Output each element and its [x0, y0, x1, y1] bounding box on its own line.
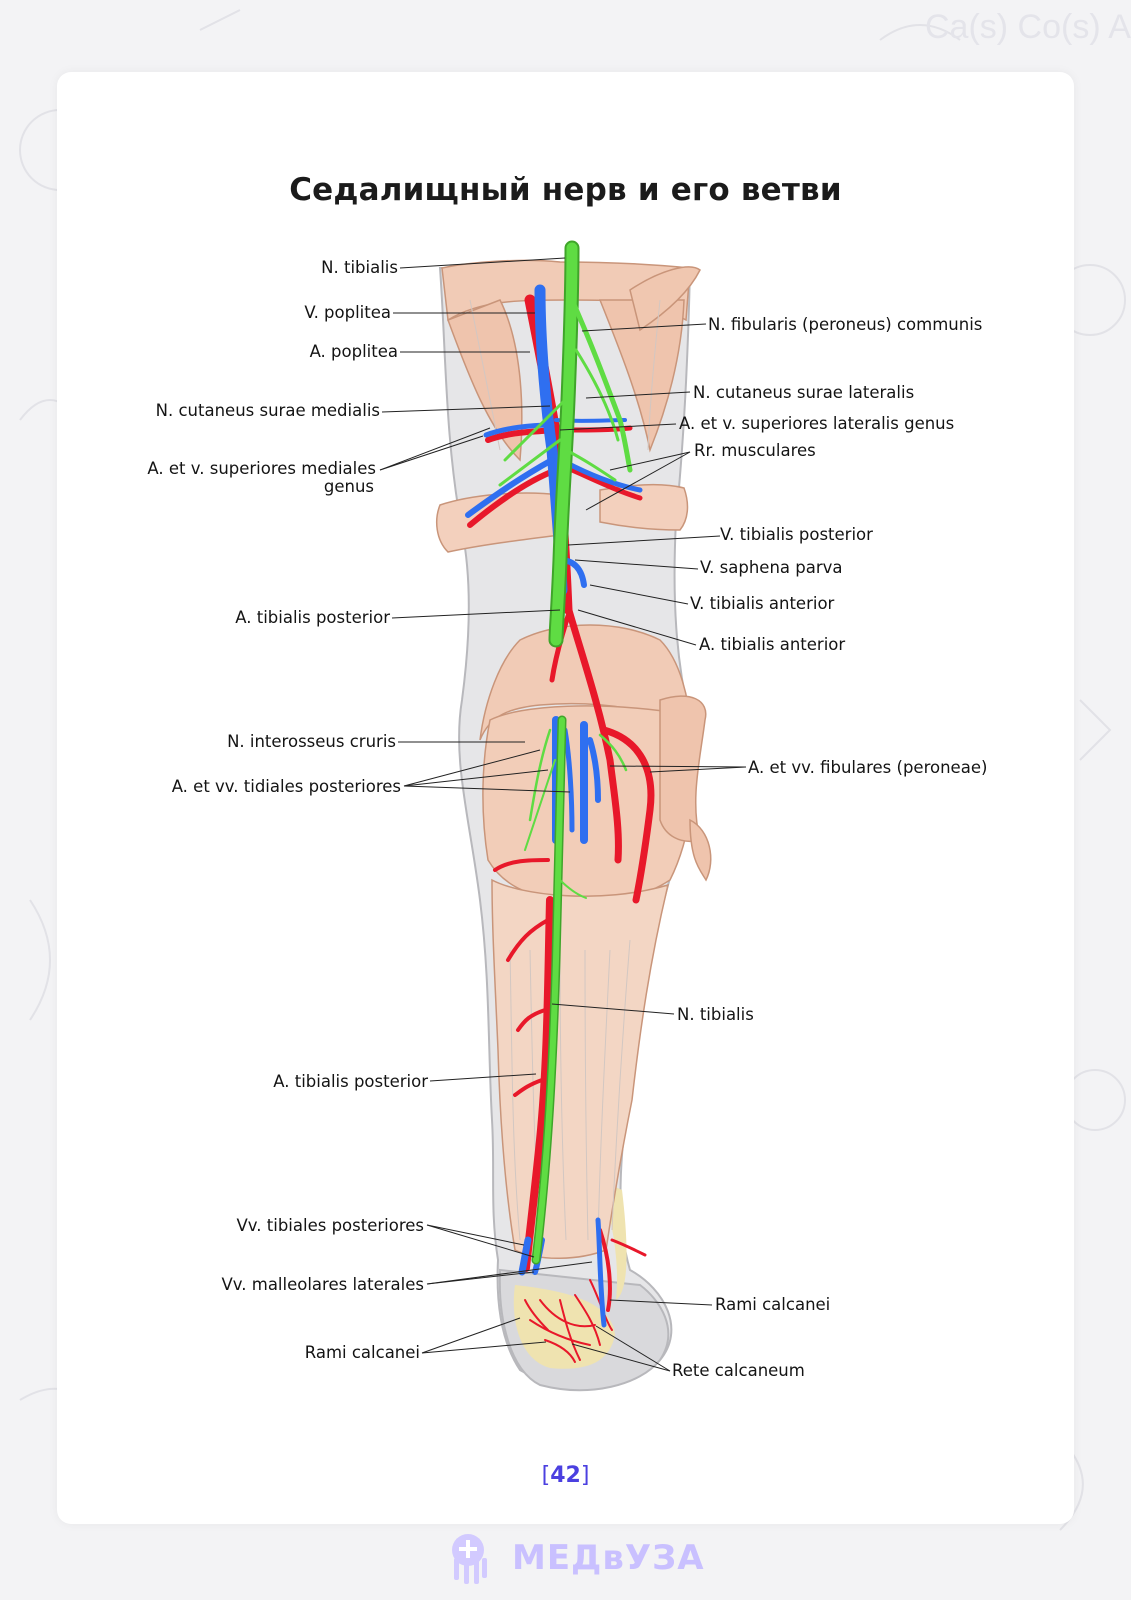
label-v-tibialis-posterior: V. tibialis posterior: [720, 525, 873, 544]
label-vv-tibiales-posteriores: Vv. tibiales posteriores: [236, 1216, 424, 1235]
label-rr-musculares: Rr. musculares: [694, 441, 816, 460]
leader-lines: [379, 257, 747, 1372]
label-a-vv-fibulares-peroneae: A. et vv. fibulares (peroneae): [748, 758, 988, 777]
label-vv-malleolares-laterales: Vv. malleolares laterales: [221, 1275, 424, 1294]
label-n-cutaneus-surae-medialis: N. cutaneus surae medialis: [155, 401, 380, 420]
label-v-saphena-parva: V. saphena parva: [700, 558, 843, 577]
label-a-v-superiores-lateralis-genus: A. et v. superiores lateralis genus: [679, 414, 955, 433]
label-n-cutaneus-surae-lateralis: N. cutaneus surae lateralis: [693, 383, 915, 402]
brand-logo-icon: [452, 1534, 487, 1584]
page-number-value: 42: [550, 1463, 581, 1488]
label-n-tibialis-lower: N. tibialis: [677, 1005, 754, 1024]
label-rami-calcanei-left: Rami calcanei: [304, 1343, 420, 1362]
label-n-tibialis-top: N. tibialis: [321, 258, 398, 277]
label-a-tibialis-anterior: A. tibialis anterior: [699, 635, 846, 654]
label-a-v-superiores-mediales-genus-2: genus: [323, 477, 374, 496]
label-v-poplitea: V. poplitea: [304, 303, 391, 322]
nerves: [498, 240, 633, 1265]
brand-name: МЕДвУЗА: [512, 1538, 705, 1578]
label-n-interosseus-cruris: N. interosseus cruris: [227, 732, 396, 751]
label-a-poplitea: A. poplitea: [309, 342, 398, 361]
label-rami-calcanei-right: Rami calcanei: [715, 1295, 831, 1314]
label-a-v-superiores-mediales-genus: A. et v. superiores mediales: [147, 459, 376, 478]
page-number: [42]: [0, 1463, 1131, 1488]
bg-formula-text: Ca(s) Co(s) A G: [925, 8, 1131, 46]
muscles: [435, 259, 712, 1259]
page-bracket-open: [: [541, 1463, 551, 1488]
label-v-tibialis-anterior: V. tibialis anterior: [690, 594, 835, 613]
label-a-vv-tidiales-posteriores: A. et vv. tidiales posteriores: [171, 777, 401, 796]
page-title: Седалищный нерв и его ветви: [289, 172, 842, 208]
label-n-fibularis-communis: N. fibularis (peroneus) communis: [708, 315, 983, 334]
page-bracket-close: ]: [580, 1463, 590, 1488]
label-rete-calcaneum: Rete calcaneum: [672, 1361, 805, 1380]
label-a-tibialis-posterior-lower: A. tibialis posterior: [273, 1072, 428, 1091]
label-a-tibialis-posterior-upper: A. tibialis posterior: [235, 608, 390, 627]
